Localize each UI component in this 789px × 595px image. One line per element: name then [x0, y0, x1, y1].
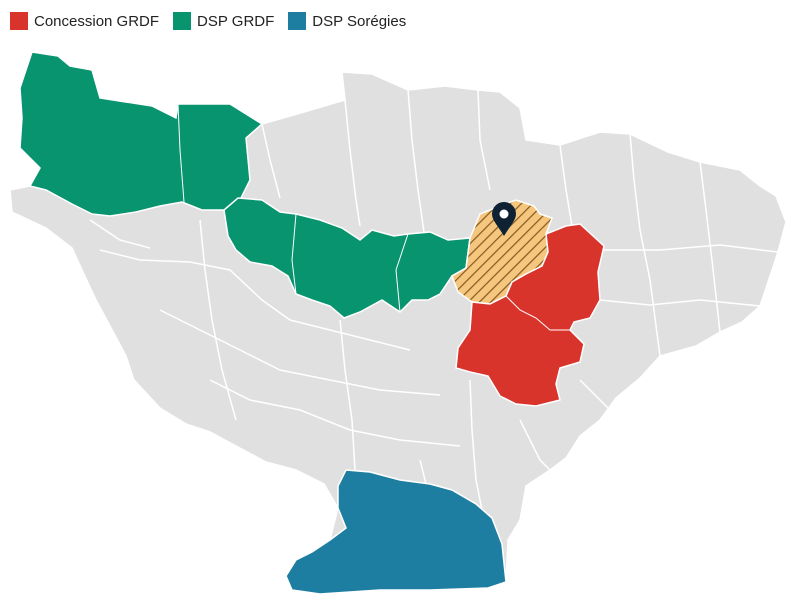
legend-item-concession-grdf: Concession GRDF [10, 12, 159, 30]
legend-label-dsp-soregies: DSP Sorégies [312, 12, 407, 30]
legend-swatch-concession-grdf [10, 12, 28, 30]
legend-label-concession-grdf: Concession GRDF [34, 12, 160, 30]
legend-swatch-dsp-soregies [288, 12, 307, 30]
concession-internal-border [505, 295, 570, 331]
legend-label-dsp-grdf: DSP GRDF [197, 12, 275, 30]
legend-item-dsp-grdf: DSP GRDF [173, 12, 274, 30]
legend-swatch-dsp-grdf [173, 12, 192, 30]
location-pin-icon [492, 202, 516, 236]
green-internal-borders [177, 103, 409, 313]
legend-item-dsp-soregies: DSP Sorégies [288, 12, 406, 30]
region-dsp-grdf-central [223, 197, 471, 319]
legend: Concession GRDF DSP GRDF DSP Sorégies [10, 12, 406, 30]
region-dsp-grdf-west [19, 51, 264, 217]
region-dsp-soregies [285, 469, 507, 595]
